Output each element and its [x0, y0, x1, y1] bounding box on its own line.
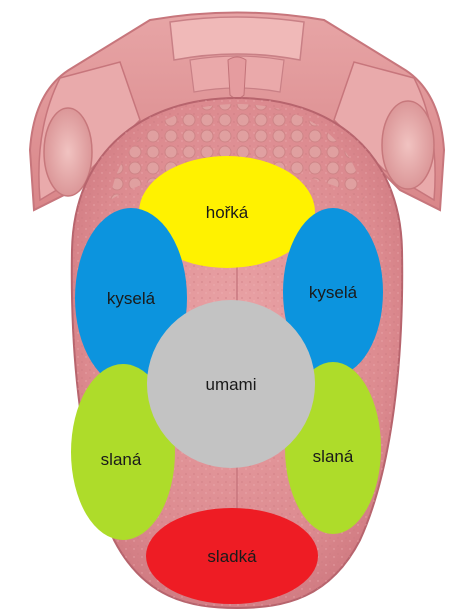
sour-right-zone-label: kyselá: [309, 283, 358, 302]
sweet-zone-label: sladká: [207, 547, 257, 566]
bitter-zone-label: hořká: [206, 203, 249, 222]
sour-left-zone-label: kyselá: [107, 289, 156, 308]
right-tonsil: [382, 101, 434, 189]
salty-left-zone-label: slaná: [101, 450, 142, 469]
salty-right-zone-label: slaná: [313, 447, 354, 466]
umami-zone-label: umami: [205, 375, 256, 394]
taste-zone-sweet: sladká: [146, 508, 318, 604]
taste-zone-umami: umami: [147, 300, 315, 468]
